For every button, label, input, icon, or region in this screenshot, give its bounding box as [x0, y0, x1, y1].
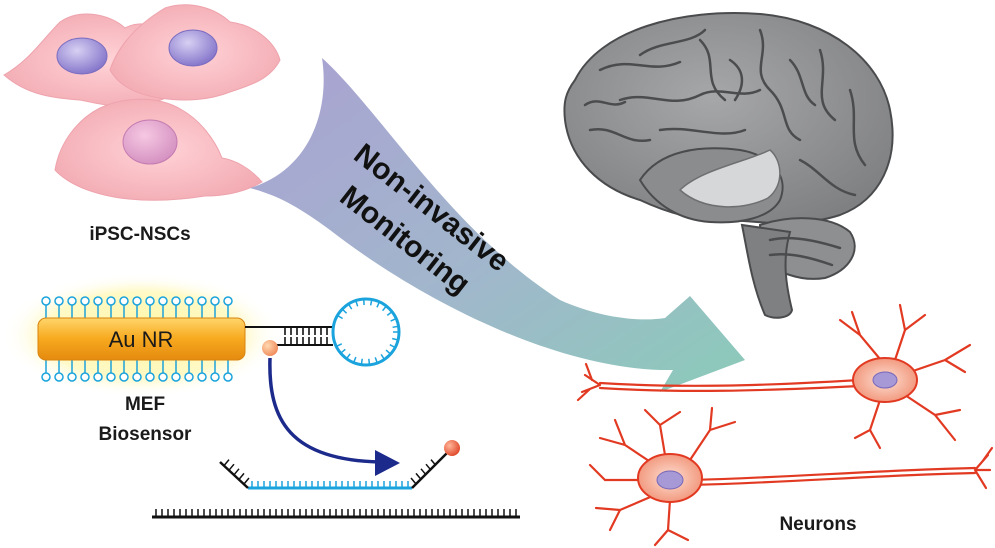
neuron-axon: [688, 466, 977, 482]
nucleus: [122, 119, 178, 165]
neuron-axon: [598, 384, 862, 392]
hybridization-arrowhead: [375, 450, 400, 476]
neurons-label: Neurons: [779, 514, 856, 535]
neuron-nucleus: [656, 470, 684, 490]
neuron-dendrites: [838, 303, 972, 450]
neuron-axon: [688, 471, 977, 487]
nucleus: [168, 29, 218, 67]
neuron-dendrites: [588, 406, 737, 547]
fluorophore: [262, 340, 278, 356]
lipid-layer-bottom: [41, 360, 233, 382]
nanorod-label: Au NR: [109, 327, 174, 352]
hairpin-loop-bases: [336, 299, 399, 365]
cells-label: iPSC-NSCs: [89, 224, 190, 245]
axon-terminal: [973, 446, 994, 490]
monitoring-arrow: [250, 58, 745, 392]
nucleus: [56, 37, 108, 75]
axon-terminal: [576, 362, 602, 402]
lipid-layer-top: [41, 296, 233, 318]
sensor-label-line2: Biosensor: [99, 424, 193, 445]
hybridized-probe: [219, 440, 460, 490]
gold-nanorod: [37, 317, 246, 361]
brain-folds: [583, 28, 867, 267]
released-fluorophore: [444, 440, 460, 456]
stem-cell-cluster: [3, 4, 281, 201]
hairpin-stem: [245, 326, 333, 346]
brain-stem: [740, 223, 794, 319]
neuron-network: [576, 303, 994, 547]
mef-biosensor: Au NR: [2, 273, 401, 397]
sensor-label-line1: MEF: [125, 394, 165, 415]
neuron-axon: [598, 378, 862, 387]
hybridization-arrow: [268, 357, 381, 464]
brain-illustration: [563, 12, 894, 319]
target-dna-strand: [152, 509, 520, 519]
brain-highlight: [678, 149, 781, 208]
neuron-nucleus: [872, 371, 898, 389]
